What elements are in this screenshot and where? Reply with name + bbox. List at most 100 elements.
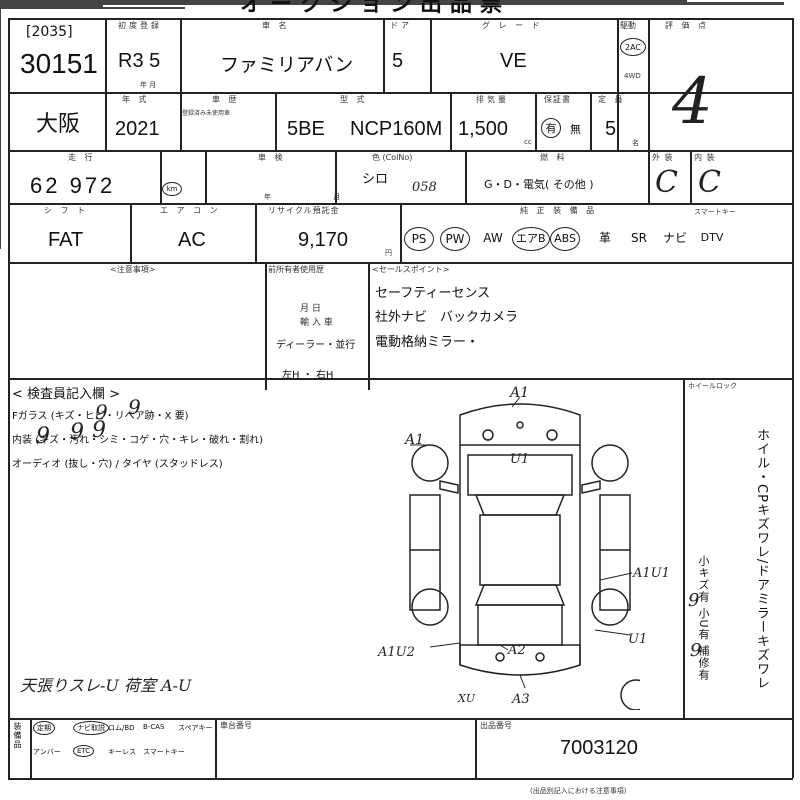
- recycle-unit: 円: [385, 249, 392, 257]
- damage-mark: XU: [458, 692, 476, 705]
- car-name: ファミリアバン: [220, 54, 354, 76]
- first-reg-label: 初度登録: [118, 21, 162, 30]
- sales-point-1: セーフティーセンス: [375, 286, 491, 301]
- option-item: キーレス: [108, 748, 136, 756]
- spare-wheel: [620, 679, 640, 710]
- score-value: 4: [672, 65, 713, 139]
- rule: [8, 262, 793, 264]
- rule: [690, 150, 692, 203]
- rule: [215, 718, 217, 778]
- headlight-right: [546, 429, 558, 441]
- model-year-label: 年 式: [122, 95, 150, 104]
- headlight-left: [482, 429, 494, 441]
- rule: [0, 4, 784, 5]
- ac-label: エ ア コ ン: [160, 206, 221, 215]
- mileage-unit: km: [166, 185, 178, 193]
- rule: [265, 262, 267, 390]
- rule: [0, 69, 1, 129]
- venue: 大阪: [36, 112, 81, 137]
- wheel-rear-right: [591, 588, 629, 626]
- sales-point-2: 社外ナビ バックカメラ: [375, 310, 519, 325]
- rule: [205, 150, 207, 203]
- warranty-yes-circle: 有: [541, 118, 561, 138]
- mileage-unit-circle: km: [162, 182, 182, 196]
- doors-value: 5: [392, 50, 404, 72]
- color-no: 058: [412, 180, 437, 195]
- rule: [0, 5, 103, 6]
- rule: [8, 718, 793, 720]
- displacement-unit: cc: [524, 138, 532, 146]
- capacity-unit: 名: [632, 139, 639, 147]
- equip-side-label: 装備品: [13, 722, 22, 749]
- damage-mark: A3: [512, 692, 530, 707]
- recycle: 9,170: [298, 229, 349, 251]
- option-item: B-CAS: [143, 723, 165, 731]
- option-item: ナビ取説: [73, 721, 109, 735]
- fuel-label: 燃 料: [540, 153, 568, 162]
- option-item: スマートキー: [143, 748, 185, 756]
- mileage: 62 972: [30, 173, 116, 198]
- rule: [0, 3, 784, 4]
- rear-window: [474, 584, 566, 606]
- sales-label: <セールスポイント>: [372, 265, 450, 274]
- inspection-label: 車 検: [258, 153, 286, 162]
- hand-mark: 9: [36, 424, 50, 449]
- equipment-item: AW: [483, 231, 503, 245]
- rule: [0, 9, 1, 69]
- inspector-title: < 検査員記入欄 >: [12, 387, 121, 402]
- exterior-label: 外 装: [652, 153, 674, 162]
- displacement: 1,500: [458, 118, 509, 140]
- rule: [180, 18, 182, 93]
- warranty-yes: 有: [545, 122, 557, 135]
- side-legend-2: 小キズ有 小U有 補修有: [697, 555, 710, 682]
- drive-label: 駆動: [620, 21, 636, 30]
- equipment-item: ナビ: [662, 231, 687, 245]
- grade-value: VE: [500, 50, 527, 72]
- lot-tag: [2035]: [26, 24, 73, 40]
- rule: [400, 203, 402, 262]
- rule: [590, 92, 592, 150]
- rule: [617, 18, 619, 150]
- rule: [8, 778, 793, 780]
- import-dealer: ディーラー・並行: [276, 340, 356, 351]
- rule: [368, 262, 370, 390]
- score-label: 評 価 点: [665, 21, 710, 30]
- rule: [535, 92, 537, 150]
- rule: [792, 18, 794, 778]
- color-label: 色 (ColNo): [372, 153, 413, 162]
- hand-mark: 9: [128, 395, 141, 419]
- inspection-unit: 年 月: [264, 193, 371, 201]
- inspect-line-audio: オーディオ (抜し・穴) / タイヤ (スタッドレス): [12, 459, 223, 470]
- damage-mark: A2: [508, 643, 526, 658]
- option-item: ロム/BD: [108, 724, 135, 732]
- capacity: 5: [605, 118, 617, 140]
- equipment-item: PS: [404, 227, 434, 251]
- rule: [255, 203, 257, 262]
- month-day: 月 日: [300, 304, 321, 314]
- wheel-rear-left: [411, 588, 449, 626]
- grade-label: グ レ ー ド: [482, 21, 543, 30]
- drive-value: 2AC: [624, 42, 641, 52]
- fuel-options: G・D・電気( その他 ): [484, 178, 594, 191]
- steering: 左H ・ 右H: [282, 370, 334, 381]
- rule: [8, 18, 10, 778]
- rule: [8, 92, 793, 94]
- first-reg-value: R3 5: [118, 50, 161, 72]
- damage-mark: U1: [628, 632, 648, 647]
- rule: [465, 150, 467, 203]
- listing-number: 7003120: [560, 737, 638, 759]
- damage-mark: A1: [405, 432, 425, 448]
- equipment-item: 革: [598, 231, 611, 245]
- import-label: 輸 入 車: [300, 318, 333, 328]
- listing-no-label: 出品番号: [480, 721, 512, 730]
- history-note: 登録済み未使用車: [182, 110, 231, 117]
- drive-sub: 4WD: [624, 72, 641, 80]
- interior-grade: C: [698, 165, 721, 200]
- rule: [275, 92, 277, 150]
- warranty-no: 無: [570, 123, 581, 136]
- car-diagram: [409, 396, 640, 710]
- rule: [383, 18, 385, 93]
- option-item: 定期: [33, 721, 55, 735]
- handwritten-note: 天張りスレ-U 荷室 A-U: [20, 676, 192, 695]
- equipment-item: エアB: [512, 227, 550, 251]
